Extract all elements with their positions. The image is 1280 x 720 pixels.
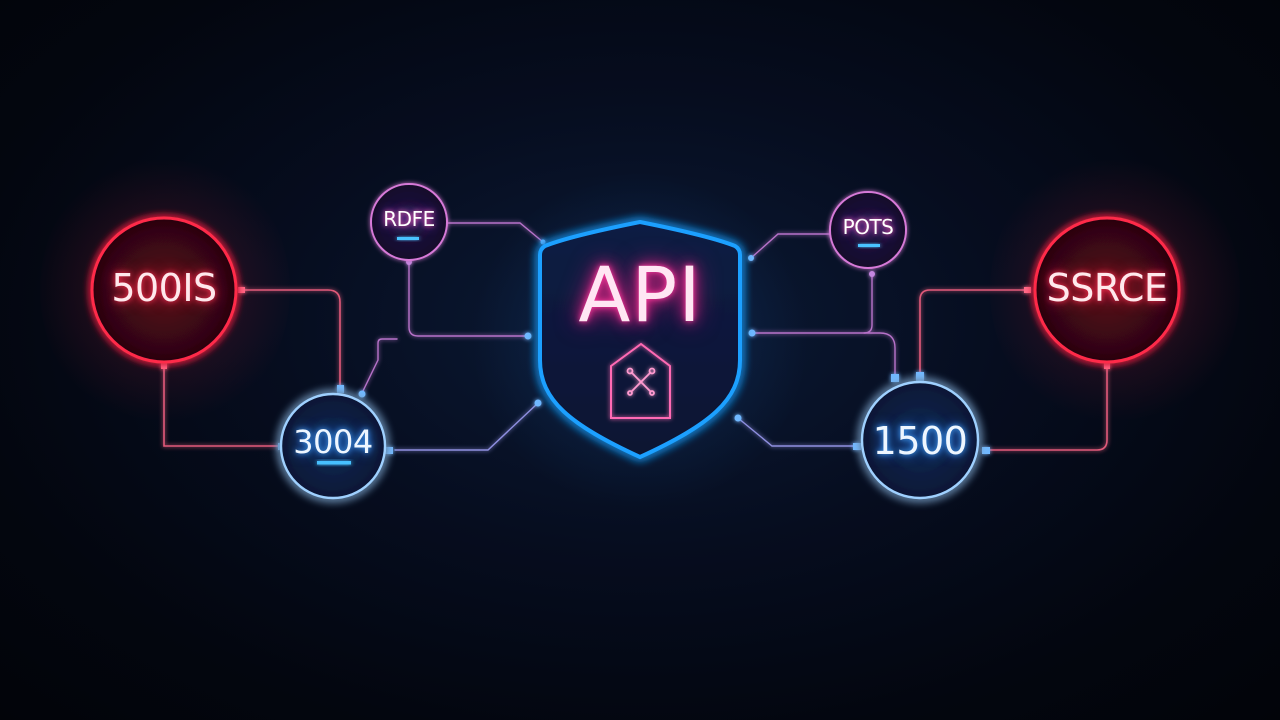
3004-underline: [317, 461, 351, 465]
node-RDFE[interactable]: [370, 183, 448, 261]
node-500IS-label: 500IS: [111, 266, 217, 310]
node-1500-label: 1500: [872, 419, 968, 463]
wrench-screwdriver-icon: [626, 367, 656, 396]
pots-underline: [858, 244, 880, 247]
api-house-frame: [610, 342, 671, 419]
api-label: API: [578, 250, 702, 339]
node-3004[interactable]: [279, 392, 387, 500]
node-SSRCE-label: SSRCE: [1046, 266, 1168, 310]
api-shield[interactable]: [538, 219, 742, 460]
node-POTS-label: POTS: [842, 215, 894, 239]
node-500IS[interactable]: [90, 216, 238, 364]
node-3004-label: 3004: [293, 423, 373, 461]
right-connectors: [737, 233, 1108, 451]
rdfe-underline: [397, 237, 419, 240]
left-connectors: [163, 222, 544, 451]
node-POTS[interactable]: [829, 191, 907, 269]
node-SSRCE[interactable]: [1033, 216, 1181, 364]
node-1500[interactable]: [860, 380, 980, 500]
node-RDFE-label: RDFE: [383, 207, 435, 231]
